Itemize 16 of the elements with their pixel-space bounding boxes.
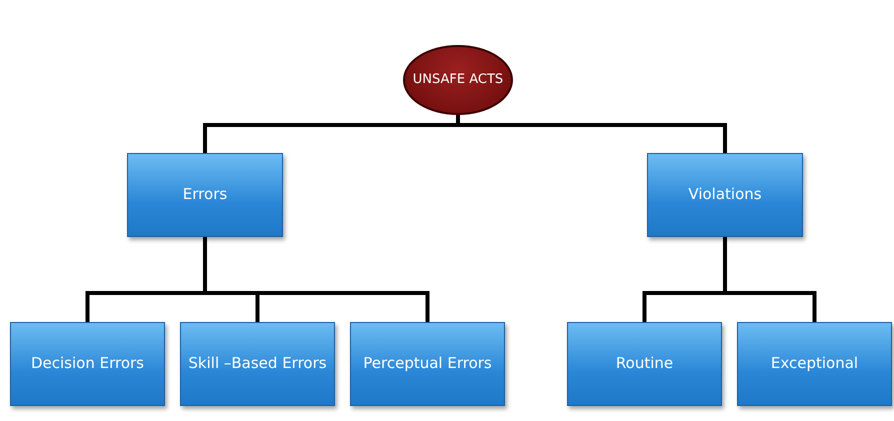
node-label: Perceptual Errors — [362, 353, 493, 374]
node-label: Violations — [687, 184, 763, 206]
process-box — [737, 322, 892, 406]
process-box — [647, 153, 803, 237]
process-box — [350, 322, 505, 406]
node-label: Errors — [182, 184, 228, 206]
process-box — [10, 322, 165, 406]
connector-line — [456, 115, 727, 153]
node-label: Decision Errors — [30, 353, 145, 374]
node-label: Skill –Based Errors — [187, 353, 328, 374]
process-box — [567, 322, 722, 406]
process-box — [127, 153, 283, 237]
node-label: Exceptional — [770, 353, 860, 374]
node-label: Routine — [614, 353, 674, 374]
node-label: UNSAFE ACTS — [412, 70, 504, 89]
process-box — [180, 322, 335, 406]
